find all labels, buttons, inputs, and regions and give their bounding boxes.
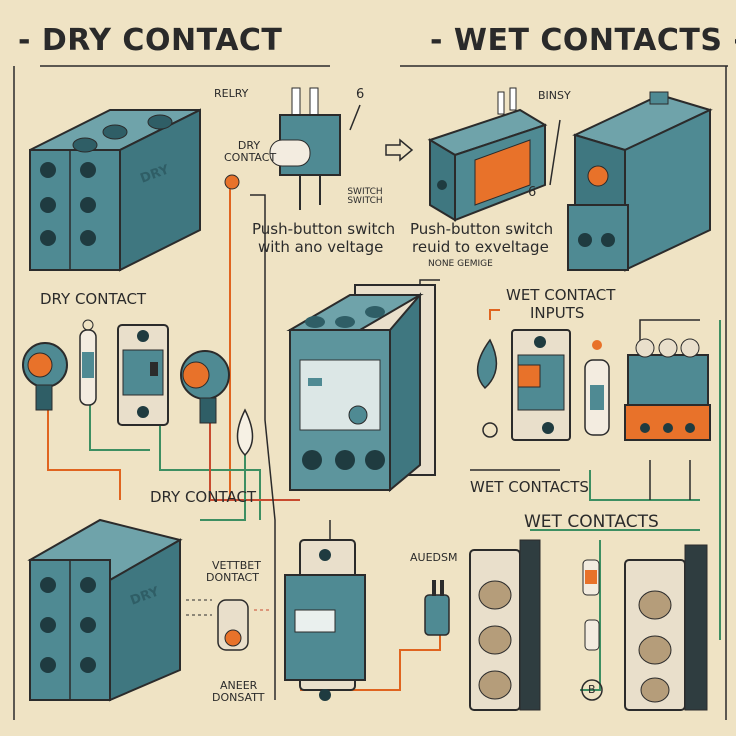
frame-lines xyxy=(13,65,728,720)
label-wet-contacts-low: WET CONTACTS xyxy=(524,512,659,532)
label-auedsm: AUEDSM xyxy=(410,551,458,564)
bulb-left xyxy=(236,408,254,457)
breaker-bottom-center xyxy=(284,539,366,701)
label-binsy: BINSY xyxy=(538,89,571,102)
relay-block-bottom-left xyxy=(27,518,183,702)
indicator-lamp-left xyxy=(22,342,68,411)
label-aneer-2: DONSATT xyxy=(212,691,265,704)
relay-small-top-right xyxy=(427,87,548,222)
wet-switch xyxy=(511,329,571,441)
fuse-left xyxy=(79,319,97,406)
plug-bottom xyxy=(424,580,450,636)
label-vettbet-2: DONTACT xyxy=(206,571,259,584)
label-dry-contact-top: DRY CONTACT xyxy=(224,139,277,165)
relay-block-top-left xyxy=(29,108,201,272)
socket-strip-left xyxy=(469,539,541,711)
label-vettbet-1: VETTBET xyxy=(212,559,261,572)
label-dry-contact-low: DRY CONTACT xyxy=(150,488,257,506)
label-switch-small: SWITCH SWITCH xyxy=(347,187,383,206)
center-module xyxy=(286,284,436,493)
label-bottom-b: B xyxy=(588,683,596,696)
label-wet-inputs-1: WET CONTACT xyxy=(506,286,616,304)
label-pb-left-1: Push-button switch xyxy=(252,220,396,238)
label-pb-left-2: with ano veltage xyxy=(258,238,384,256)
header-left-title: DRY CONTACT xyxy=(41,23,283,58)
header-right-prefix: - xyxy=(430,23,443,58)
socket-strip-right xyxy=(624,544,708,711)
module-top-right xyxy=(567,91,713,272)
header-right-title: WET CONTACTS xyxy=(453,23,723,58)
label-relay: RELRY xyxy=(214,87,249,100)
push-button-switch-top xyxy=(224,87,414,210)
label-none-small: NONE GEMIGE xyxy=(428,259,493,269)
header-right-suffix: - xyxy=(733,23,736,58)
relay-indicator-bottom xyxy=(186,599,270,651)
relay-switch-left xyxy=(117,324,169,426)
fuse-bottom xyxy=(581,559,603,701)
label-six-right: 6 xyxy=(528,185,537,200)
terminal-block-orange xyxy=(624,338,711,441)
header-right: - WET CONTACTS - xyxy=(430,26,736,56)
label-pb-right-1: Push-button switch xyxy=(410,220,554,238)
indicator-lamp-right xyxy=(180,350,230,424)
label-aneer-1: ANEER xyxy=(220,679,258,692)
label-wet-inputs-2: INPUTS xyxy=(530,304,585,322)
wet-fuse xyxy=(584,340,610,436)
wires xyxy=(47,104,721,700)
label-six-top: 6 xyxy=(356,87,365,102)
bulb-right xyxy=(476,338,498,438)
label-dry-contact-mid: DRY CONTACT xyxy=(40,290,147,308)
label-pb-right-2: reuid to exveltage xyxy=(412,238,549,256)
header-left: - DRY CONTACT xyxy=(18,26,282,56)
header-left-prefix: - xyxy=(18,23,31,58)
label-wet-contacts-mid: WET CONTACTS xyxy=(470,478,589,496)
